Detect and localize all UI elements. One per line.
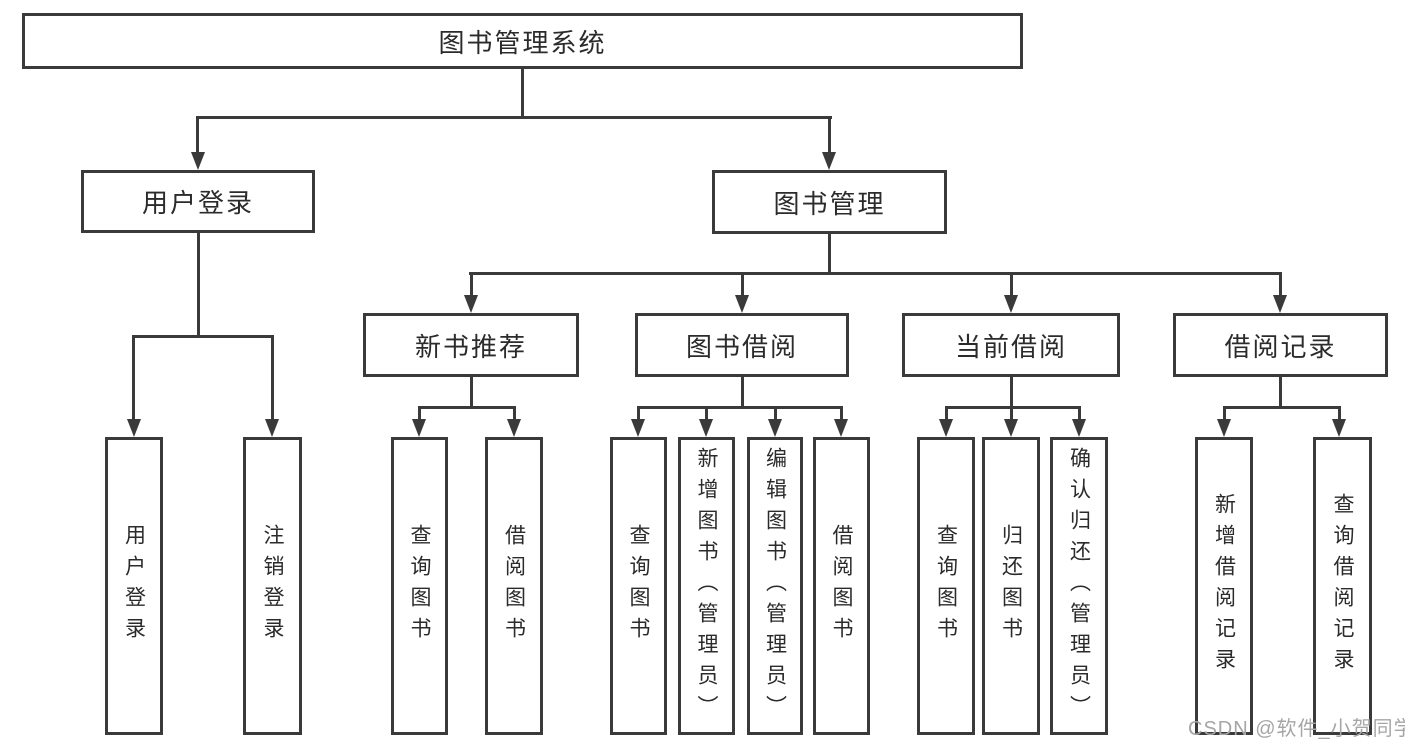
- node-label: 借阅记录: [1224, 331, 1337, 362]
- leaf-label: 注销登录: [261, 524, 285, 648]
- leaf-return-book: 归还图书: [982, 437, 1040, 735]
- leaf-add-borrow-record: 新增借阅记录: [1195, 437, 1253, 735]
- connector-line: [705, 406, 708, 421]
- leaf-logout: 注销登录: [243, 437, 302, 735]
- leaf-query-borrow-record: 查询借阅记录: [1313, 437, 1372, 735]
- connector-line: [637, 406, 640, 421]
- node-book-management: 图书管理: [712, 170, 947, 234]
- connector-line: [418, 406, 516, 409]
- arrowhead-down-icon: [939, 419, 953, 437]
- connector-line: [1338, 406, 1341, 421]
- node-current-borrow: 当前借阅: [902, 313, 1120, 377]
- leaf-add-book-admin: 新增图书（管理员）: [678, 437, 735, 735]
- connector-line: [196, 116, 199, 154]
- leaf-confirm-return-admin: 确认归还（管理员）: [1050, 437, 1108, 735]
- connector-line: [1078, 406, 1081, 421]
- arrowhead-down-icon: [1217, 419, 1231, 437]
- connector-line: [1223, 406, 1226, 421]
- leaf-label: 查询图书: [408, 524, 432, 648]
- connector-line: [1010, 406, 1013, 421]
- leaf-label: 确认归还（管理员）: [1067, 446, 1091, 726]
- leaf-label: 归还图书: [999, 524, 1023, 648]
- arrowhead-down-icon: [1273, 295, 1287, 313]
- connector-line: [470, 377, 473, 409]
- arrowhead-down-icon: [822, 152, 836, 170]
- node-label: 用户登录: [141, 188, 254, 218]
- connector-line: [1010, 272, 1013, 297]
- connector-line: [945, 406, 948, 421]
- connector-line: [132, 335, 274, 338]
- connector-line: [470, 272, 473, 297]
- arrowhead-down-icon: [1004, 419, 1018, 437]
- arrowhead-down-icon: [127, 419, 141, 437]
- node-new-book-recommend: 新书推荐: [363, 313, 579, 377]
- leaf-label: 借阅图书: [502, 524, 526, 648]
- leaf-borrow-books-recommend: 借阅图书: [485, 437, 543, 735]
- connector-line: [637, 406, 843, 409]
- connector-line: [1010, 377, 1013, 409]
- arrowhead-down-icon: [191, 152, 205, 170]
- csdn-watermark: CSDN @软件_小贺同学: [1188, 718, 1405, 740]
- arrowhead-down-icon: [507, 419, 521, 437]
- leaf-label: 新增借阅记录: [1212, 493, 1236, 679]
- connector-line: [828, 116, 831, 154]
- leaf-label: 用户登录: [122, 524, 146, 648]
- leaf-label: 查询图书: [627, 524, 651, 648]
- arrowhead-down-icon: [631, 419, 645, 437]
- connector-line: [741, 272, 744, 297]
- leaf-label: 编辑图书（管理员）: [763, 446, 787, 726]
- connector-line: [1223, 406, 1341, 409]
- arrowhead-down-icon: [834, 419, 848, 437]
- leaf-label: 借阅图书: [830, 524, 854, 648]
- connector-line: [1279, 377, 1282, 409]
- node-label: 图书管理系统: [438, 27, 607, 58]
- connector-line: [271, 335, 274, 421]
- connector-line: [196, 116, 832, 119]
- node-label: 新书推荐: [414, 331, 527, 362]
- connector-line: [418, 406, 421, 421]
- node-label: 图书管理: [773, 188, 886, 219]
- connector-line: [774, 406, 777, 421]
- arrowhead-down-icon: [735, 295, 749, 313]
- leaf-edit-book-admin: 编辑图书（管理员）: [747, 437, 803, 735]
- arrowhead-down-icon: [699, 419, 713, 437]
- leaf-query-books-recommend: 查询图书: [391, 437, 448, 735]
- node-borrow-records: 借阅记录: [1173, 313, 1388, 377]
- arrowhead-down-icon: [1004, 295, 1018, 313]
- connector-line: [197, 233, 200, 337]
- leaf-label: 新增图书（管理员）: [695, 446, 719, 726]
- leaf-query-books-borrow: 查询图书: [610, 437, 667, 735]
- arrowhead-down-icon: [464, 295, 478, 313]
- leaf-label: 查询图书: [934, 524, 958, 648]
- connector-line: [945, 406, 1081, 409]
- leaf-label: 查询借阅记录: [1331, 493, 1355, 679]
- node-book-borrow: 图书借阅: [635, 313, 849, 377]
- connector-line: [513, 406, 516, 421]
- connector-line: [132, 335, 135, 421]
- connector-line: [469, 272, 1282, 275]
- node-user-login: 用户登录: [81, 170, 315, 233]
- arrowhead-down-icon: [1072, 419, 1086, 437]
- node-label: 当前借阅: [954, 331, 1067, 362]
- leaf-query-books-current: 查询图书: [917, 437, 975, 735]
- connector-line: [840, 406, 843, 421]
- arrowhead-down-icon: [412, 419, 426, 437]
- node-library-management-system: 图书管理系统: [22, 13, 1023, 69]
- leaf-user-login: 用户登录: [105, 437, 163, 735]
- connector-line: [828, 234, 831, 274]
- arrowhead-down-icon: [265, 419, 279, 437]
- connector-line: [521, 69, 524, 117]
- connector-line: [1279, 272, 1282, 297]
- arrowhead-down-icon: [1332, 419, 1346, 437]
- leaf-borrow-books: 借阅图书: [813, 437, 870, 735]
- arrowhead-down-icon: [768, 419, 782, 437]
- connector-line: [741, 377, 744, 409]
- node-label: 图书借阅: [685, 331, 798, 362]
